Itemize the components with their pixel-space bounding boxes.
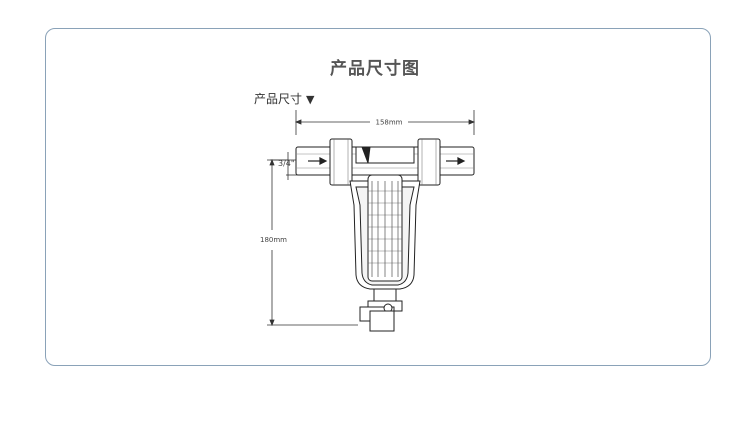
flow-arrow-icon [308, 157, 466, 165]
page-title: 产品尺寸图 [330, 59, 420, 79]
thread-label: 3/4" [278, 159, 295, 168]
width-dimension [294, 110, 476, 135]
filter-dimension-diagram: 158mm 3/4" 180mm [260, 110, 476, 332]
section-heading: 产品尺寸▼ [254, 90, 314, 107]
triangle-down-icon: ▼ [306, 93, 315, 106]
filter-body [295, 138, 475, 332]
width-label: 158mm [376, 119, 403, 127]
section-heading-label: 产品尺寸 [254, 92, 303, 106]
height-dimension [267, 158, 358, 327]
height-label: 180mm [260, 236, 287, 244]
